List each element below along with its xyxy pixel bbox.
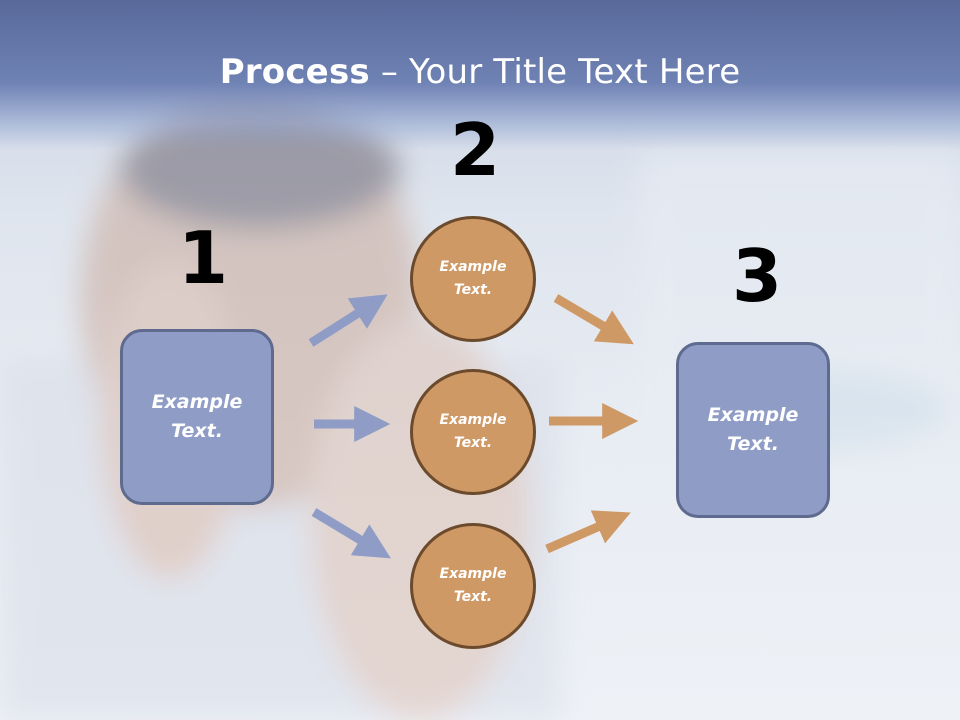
title-rest: – Your Title Text Here <box>369 52 741 92</box>
step-number-1: 1 <box>178 216 229 300</box>
step-3-box-line2: Text. <box>727 433 779 455</box>
step-3-box-line1: Example <box>707 404 799 426</box>
circle-2-line2: Text. <box>453 435 493 451</box>
title-bold: Process <box>219 52 370 92</box>
step-1-box-line2: Text. <box>171 420 223 442</box>
step-2-circle-2: Example Text. <box>410 369 536 495</box>
step-number-3: 3 <box>732 234 783 318</box>
title-band <box>0 0 960 150</box>
step-2-circle-3: Example Text. <box>410 523 536 649</box>
step-1-box: Example Text. <box>120 329 274 505</box>
circle-3-line2: Text. <box>453 589 493 605</box>
step-1-box-line1: Example <box>151 391 243 413</box>
circle-2-line1: Example <box>439 412 507 428</box>
circle-1-line1: Example <box>439 259 507 275</box>
circle-3-line1: Example <box>439 566 507 582</box>
circle-1-line2: Text. <box>453 282 493 298</box>
step-2-circle-1: Example Text. <box>410 216 536 342</box>
step-3-box: Example Text. <box>676 342 830 518</box>
slide-title: Process – Your Title Text Here <box>0 52 960 92</box>
step-number-2: 2 <box>450 108 501 192</box>
